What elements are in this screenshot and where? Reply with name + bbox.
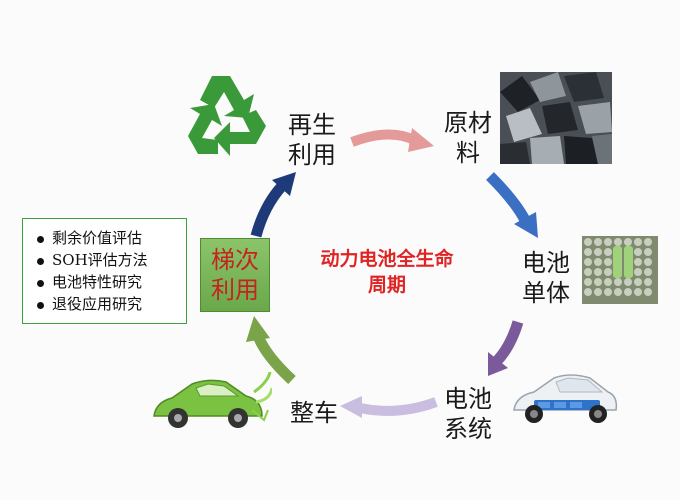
node-cell-label: 电池单体 — [522, 249, 570, 307]
node-system-label: 电池系统 — [444, 385, 492, 443]
arrow-raw-to-cell — [486, 172, 531, 225]
bullet-dot-icon — [37, 235, 44, 243]
green-ev-car-image — [153, 372, 272, 428]
list-item: 电池特性研究 — [37, 271, 186, 293]
arrow-recycle-to-raw — [350, 129, 417, 147]
arrow-system-to-vehicle — [358, 397, 438, 416]
center-title: 动力电池全生命周期 — [320, 248, 454, 296]
cascade-item-list: 剩余价值评估 SOH评估方法 电池特性研究 退役应用研究 — [22, 218, 187, 324]
node-vehicle-label: 整车 — [290, 399, 338, 427]
recycle-icon — [188, 76, 266, 156]
list-item: 退役应用研究 — [37, 293, 186, 315]
arrow-cascade-to-recycle — [250, 182, 287, 238]
battery-system-car-image — [513, 374, 618, 423]
list-item: SOH评估方法 — [37, 249, 186, 271]
node-cascade-label: 梯次利用 — [200, 238, 270, 312]
raw-materials-image — [500, 72, 612, 164]
bullet-dot-icon — [37, 257, 44, 265]
node-raw-label: 原材料 — [444, 109, 492, 167]
bullet-dot-icon — [37, 279, 44, 287]
battery-cells-image — [582, 236, 658, 304]
list-item: 剩余价值评估 — [37, 227, 186, 249]
node-recycle-label: 再生利用 — [288, 111, 336, 169]
bullet-dot-icon — [37, 301, 44, 309]
arrow-cell-to-system — [491, 320, 524, 366]
arrow-vehicle-to-cascade — [252, 333, 296, 385]
